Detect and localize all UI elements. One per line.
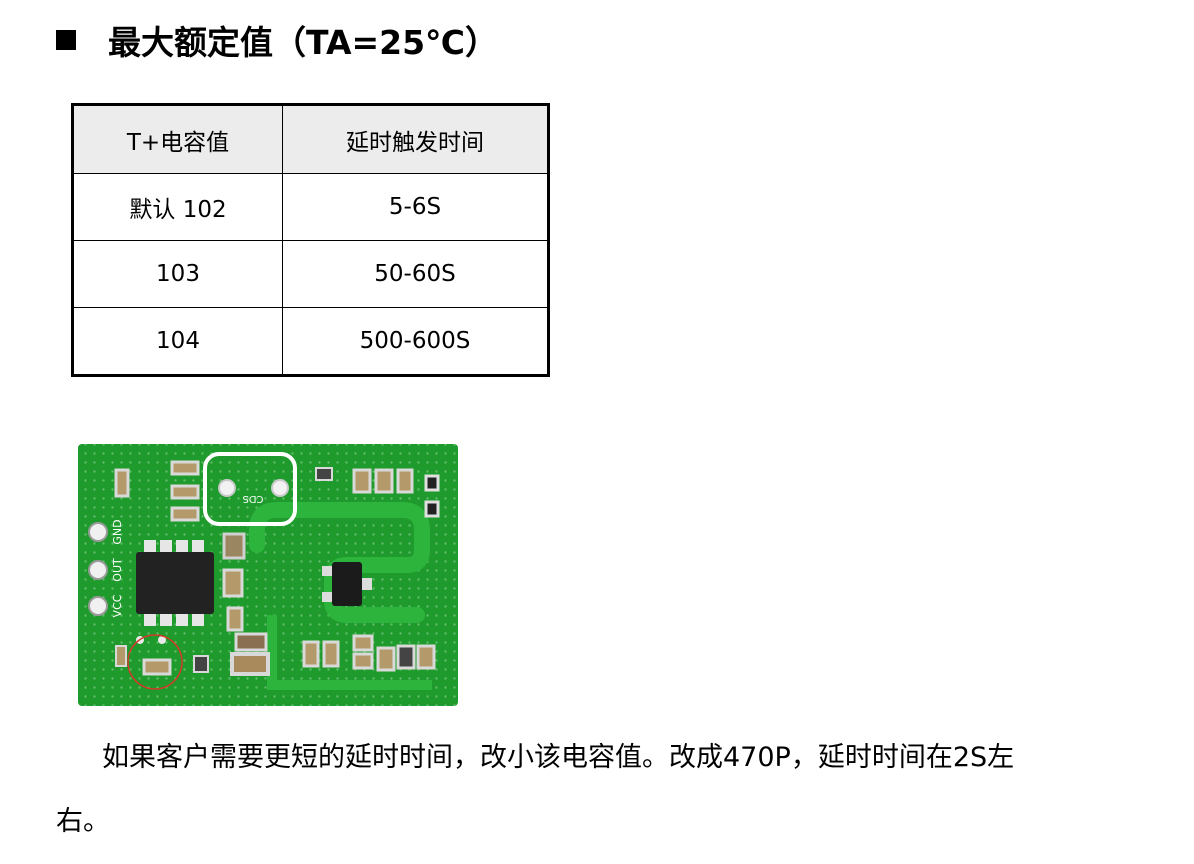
timing-capacitor bbox=[142, 658, 172, 676]
section-heading: 最大额定值（TA=25℃） bbox=[56, 14, 498, 66]
table-cell: 103 bbox=[72, 240, 283, 308]
table-cell: 默认 102 bbox=[72, 173, 283, 241]
pin-hole bbox=[88, 596, 108, 616]
pin-label-gnd: GND bbox=[111, 519, 124, 544]
pin-hole bbox=[88, 560, 108, 580]
paragraph-line-1: 如果客户需要更短的延时时间，改小该电容值。改成470P，延时时间在2S左 bbox=[102, 742, 1015, 773]
table-cell: 500-600S bbox=[282, 307, 549, 376]
table-row: 默认 102 5-6S bbox=[72, 173, 549, 241]
delay-capacitor-table: T+电容值 延时触发时间 默认 102 5-6S 103 50-60S 104 … bbox=[71, 103, 550, 377]
table-row: 104 500-600S bbox=[72, 307, 549, 376]
cds-outline bbox=[203, 452, 297, 526]
transistor bbox=[322, 562, 372, 606]
radar-module-board-image: CDS GND OUT VCC bbox=[78, 444, 458, 706]
pin-label-out: OUT bbox=[111, 558, 124, 582]
paragraph-line-2: 右。 bbox=[56, 806, 110, 837]
table-header-row: T+电容值 延时触发时间 bbox=[72, 104, 549, 174]
table-cell: 104 bbox=[72, 307, 283, 376]
capacitor-highlight-circle bbox=[127, 634, 183, 690]
table-cell: 50-60S bbox=[282, 240, 549, 308]
square-bullet-icon bbox=[56, 30, 76, 50]
pin-hole bbox=[88, 522, 108, 542]
table-cell: 5-6S bbox=[282, 173, 549, 241]
pin-label-vcc: VCC bbox=[111, 594, 124, 617]
pcb-photo: CDS GND OUT VCC bbox=[72, 440, 464, 710]
instruction-paragraph: 如果客户需要更短的延时时间，改小该电容值。改成470P，延时时间在2S左 右。 bbox=[56, 726, 1166, 854]
column-header-delay: 延时触发时间 bbox=[282, 104, 549, 174]
smd-components bbox=[114, 460, 440, 676]
table-row: 103 50-60S bbox=[72, 240, 549, 308]
section-title: 最大额定值（TA=25℃） bbox=[108, 23, 499, 62]
column-header-capacitor: T+电容值 bbox=[72, 104, 283, 174]
cds-label: CDS bbox=[242, 493, 263, 504]
ic-chip bbox=[136, 540, 214, 626]
